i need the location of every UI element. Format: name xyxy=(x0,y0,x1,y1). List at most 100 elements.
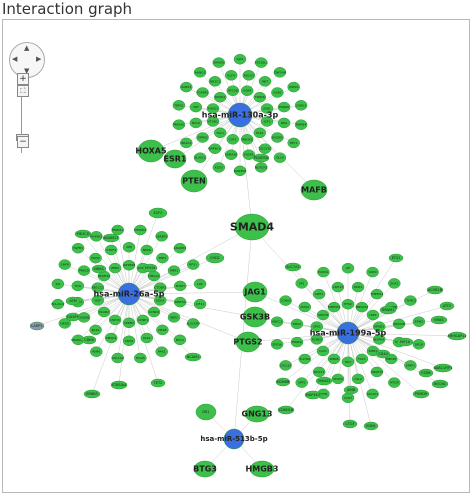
zoom-out-button[interactable]: − xyxy=(17,136,29,148)
gene-node-pkp3[interactable]: PKP3 xyxy=(156,252,169,264)
gene-node-map4k3[interactable]: MAP4K3 xyxy=(304,390,322,400)
gene-node-prkcd[interactable]: PRKCD xyxy=(77,265,91,276)
gene-node-kif11[interactable]: KIF11 xyxy=(193,298,207,310)
gene-node-pdgfra[interactable]: PDGFRA xyxy=(252,153,270,163)
gene-node-sp1[interactable]: SP1 xyxy=(295,278,308,289)
gene-node-smad1[interactable]: SMAD1 xyxy=(104,332,118,344)
gene-node-sox4[interactable]: SOX4 xyxy=(240,85,254,96)
gene-node-chek1[interactable]: CHEK1 xyxy=(294,100,308,111)
gene-node-gja1[interactable]: GJA1 xyxy=(233,53,247,65)
gene-node-pparg[interactable]: PPARG xyxy=(290,336,304,348)
fit-view-button[interactable]: ⛶ xyxy=(17,85,29,97)
pan-right-icon[interactable]: ▶ xyxy=(36,55,42,63)
gene-node-ers2[interactable]: ERS2 xyxy=(290,318,304,330)
gene-node-igf2bp2[interactable]: IGF2BP2 xyxy=(123,259,136,271)
gene-node-nek6[interactable]: NEK6 xyxy=(140,244,154,256)
gene-node-slc7a1[interactable]: SLC7A1 xyxy=(284,262,302,272)
gene-node-plod2[interactable]: PLOD2 xyxy=(97,306,111,318)
gene-node-il6[interactable]: IL6 xyxy=(51,278,65,290)
gene-node-runx1[interactable]: RUNX1 xyxy=(213,91,227,103)
gene-node-nxph3[interactable]: NXPH3 xyxy=(372,334,386,345)
gene-node-ddr1[interactable]: DDR1 xyxy=(351,281,365,293)
gene-node-rfx1[interactable]: RFX1 xyxy=(186,259,200,270)
gene-node-pten[interactable]: PTEN xyxy=(180,169,208,193)
gene-node-btg3[interactable]: BTG3 xyxy=(193,460,217,478)
gene-node-kdm6b[interactable]: KDM6B xyxy=(275,377,291,387)
gene-node-arid5b[interactable]: ARID5B xyxy=(392,318,406,330)
gene-node-tsc1[interactable]: TSC1 xyxy=(355,353,369,365)
gene-node-fzd6[interactable]: FZD6 xyxy=(418,368,434,378)
gene-node-esrrg[interactable]: ESRRG xyxy=(277,101,291,113)
gene-node-ikbkb[interactable]: IKBKB xyxy=(327,353,341,365)
gene-node-sema3b[interactable]: SEMA3B xyxy=(224,149,238,160)
gene-node-hif1a[interactable]: HIF1A xyxy=(396,337,414,347)
gene-node-il17ra[interactable]: IL17RA xyxy=(298,353,312,365)
gene-node-vegfa[interactable]: VEGFA xyxy=(331,373,345,385)
gene-node-elavl1[interactable]: ELAVL1 xyxy=(193,152,207,163)
gene-node-dr1r[interactable]: DR1R xyxy=(412,339,426,350)
gene-node-hgf[interactable]: HGF xyxy=(91,295,105,306)
mirna-hub-hsa-mir-130a-3p[interactable] xyxy=(227,102,253,128)
gene-node-ets2[interactable]: ETS2 xyxy=(341,298,355,310)
gene-node-app[interactable]: APP xyxy=(122,241,136,253)
gene-node-itga5[interactable]: ITGA5 xyxy=(134,352,147,364)
gene-node-dram1[interactable]: DRAM1 xyxy=(379,305,397,315)
gene-node-ets1[interactable]: ETS1 xyxy=(388,253,404,263)
gene-node-fzd3[interactable]: FZD3 xyxy=(212,162,226,173)
gene-node-cxcl12[interactable]: CXCL12 xyxy=(279,360,292,371)
gene-node-rab11fip1[interactable]: RAB11FIP1 xyxy=(434,363,453,373)
gene-node-nr2c2[interactable]: NR2C2 xyxy=(180,137,193,149)
gene-node-pik3cd[interactable]: PIK3CD xyxy=(74,229,92,239)
gene-node-dedd[interactable]: DEDD xyxy=(58,318,72,329)
gene-node-ddx17[interactable]: DDX17 xyxy=(312,366,326,378)
gene-node-st8sia4[interactable]: ST8SIA4 xyxy=(110,380,128,390)
gene-node-map3k8[interactable]: MAP3K8 xyxy=(233,165,247,177)
gene-node-ptgs2[interactable]: PTGS2 xyxy=(233,331,263,353)
gene-node-foxp1[interactable]: FOXP1 xyxy=(242,149,256,160)
gene-node-pias2[interactable]: PIAS2 xyxy=(298,301,312,313)
gene-node-zfp36[interactable]: ZFP36 xyxy=(270,339,284,350)
gene-node-zfpm2[interactable]: ZFPM2 xyxy=(196,132,209,143)
gene-node-elk1[interactable]: ELK1 xyxy=(253,127,267,139)
gene-node-serbp1[interactable]: SERBP1 xyxy=(155,231,168,242)
gene-node-usp15[interactable]: USP15 xyxy=(108,314,122,326)
gene-node-chfr[interactable]: CHFR xyxy=(58,259,72,270)
gene-node-dusp5[interactable]: DUSP5 xyxy=(65,312,81,322)
gene-node-ccne1[interactable]: CCNE1 xyxy=(136,314,150,326)
gene-node-gpr78[interactable]: GPR78 xyxy=(316,309,330,321)
pan-left-icon[interactable]: ◀ xyxy=(12,55,18,63)
gene-node-hmga1[interactable]: HMGA1 xyxy=(147,270,161,282)
gene-node-rock1[interactable]: ROCK1 xyxy=(242,70,256,81)
gene-node-ncam1[interactable]: NCAM1 xyxy=(184,352,202,362)
gene-node-fbxo11[interactable]: FBXO11 xyxy=(111,224,124,236)
gene-node-ccnd2[interactable]: CCND2 xyxy=(147,306,161,318)
zoom-in-button[interactable]: + xyxy=(17,73,29,85)
gene-node-mafb[interactable]: MAFB xyxy=(300,179,328,201)
gene-node-tsc22d2[interactable]: TSC22D2 xyxy=(257,143,272,154)
gene-node-adam17[interactable]: ADAM17 xyxy=(102,233,120,243)
gene-node-angpt2[interactable]: ANGPT2 xyxy=(370,366,384,378)
gene-node-wnt5a[interactable]: WNT5A xyxy=(173,296,187,308)
gene-node-nr3c1[interactable]: NR3C1 xyxy=(208,76,222,87)
gene-node-tgfbr2[interactable]: TGFBR2 xyxy=(196,87,209,98)
gene-node-irs1[interactable]: IRS1 xyxy=(277,117,291,129)
gene-node-rbm24[interactable]: RBM24 xyxy=(294,119,308,130)
gene-node-atxn1[interactable]: ATXN1 xyxy=(206,116,220,127)
gene-node-pak2[interactable]: PAK2 xyxy=(155,346,168,357)
gene-node-dr1b[interactable]: DR1B xyxy=(156,324,169,336)
gene-node-tac1[interactable]: TAC1 xyxy=(213,127,227,139)
gene-node-notch2[interactable]: NOTCH2 xyxy=(255,162,268,173)
gene-node-edn1[interactable]: EDN1 xyxy=(363,421,379,431)
gene-node-tet2[interactable]: TET2 xyxy=(150,378,166,388)
gene-node-znf548[interactable]: ZNF548 xyxy=(273,67,287,78)
gene-node-igf1[interactable]: IGF1 xyxy=(260,116,274,127)
gene-node-meox2[interactable]: MEOX2 xyxy=(240,134,254,145)
gene-node-nras[interactable]: NRAS xyxy=(91,264,107,274)
gene-node-jag1[interactable]: JAG1 xyxy=(242,281,268,303)
gene-node-atm[interactable]: ATM xyxy=(65,296,81,306)
gene-node-ccr7[interactable]: CCR7 xyxy=(341,392,355,404)
gene-node-mcl1[interactable]: MCL1 xyxy=(173,334,187,346)
gene-node-ctgf1[interactable]: CTGF1 xyxy=(104,244,118,256)
gene-node-ctdsp2[interactable]: CTDSP2 xyxy=(153,282,167,293)
